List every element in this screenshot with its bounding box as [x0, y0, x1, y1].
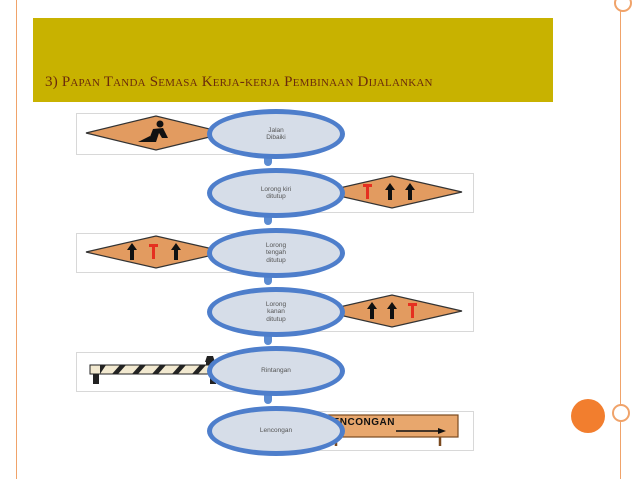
right-decorative-rail — [620, 0, 621, 479]
closed-lane-t-icon — [408, 303, 417, 318]
road-works-sign — [85, 115, 227, 151]
step-label: Lencongan — [259, 427, 293, 435]
step-label: Rintangan — [261, 367, 291, 375]
slide-title: 3) Papan Tanda Semasa Kerja-kerja Pembin… — [45, 74, 433, 90]
step-label: Jalan Dibaiki — [266, 126, 286, 142]
step-oval-jalan-dibaiki: Jalan Dibaiki — [207, 109, 345, 159]
arrow-up-icon — [127, 243, 137, 260]
arrow-up-icon — [405, 183, 415, 200]
step-oval-lorong-tengah-ditutup: Lorong tengah ditutup — [207, 228, 345, 278]
arrow-up-icon — [171, 243, 181, 260]
detour-sign — [317, 414, 459, 446]
flow-connector — [264, 390, 272, 404]
left-lane-closed-sign — [321, 175, 463, 209]
flow-connector — [264, 211, 272, 225]
title-band — [33, 18, 553, 102]
flow-connector — [264, 330, 272, 345]
step-oval-lencongan: Lencongan — [207, 406, 345, 456]
arrow-up-icon — [387, 302, 397, 319]
step-oval-lorong-kanan-ditutup: Lorong kanan ditutup — [207, 287, 345, 337]
step-label: Lorong kiri ditutup — [260, 185, 292, 201]
barrier-sign — [89, 356, 223, 384]
step-oval-rintangan: Rintangan — [207, 346, 345, 396]
right-lane-closed-sign — [321, 294, 463, 328]
flow-connector — [264, 152, 272, 166]
step-oval-lorong-kiri-ditutup: Lorong kiri ditutup — [207, 168, 345, 218]
closed-lane-t-icon — [363, 184, 372, 199]
right-decorative-circle — [612, 404, 630, 422]
flow-connector — [264, 271, 272, 285]
detour-sign-text: LENCONGAN — [326, 417, 395, 428]
orange-decorative-circle — [571, 399, 605, 433]
middle-lane-closed-sign — [85, 235, 227, 269]
step-label: Lorong kanan ditutup — [265, 300, 287, 323]
worker-icon — [138, 120, 168, 142]
arrow-right-icon — [396, 428, 446, 434]
top-decorative-circle — [614, 0, 632, 12]
step-label: Lorong tengah ditutup — [265, 241, 287, 264]
arrow-up-icon — [367, 302, 377, 319]
arrow-up-icon — [385, 183, 395, 200]
left-decorative-rail — [16, 0, 17, 479]
closed-lane-t-icon — [149, 244, 158, 259]
